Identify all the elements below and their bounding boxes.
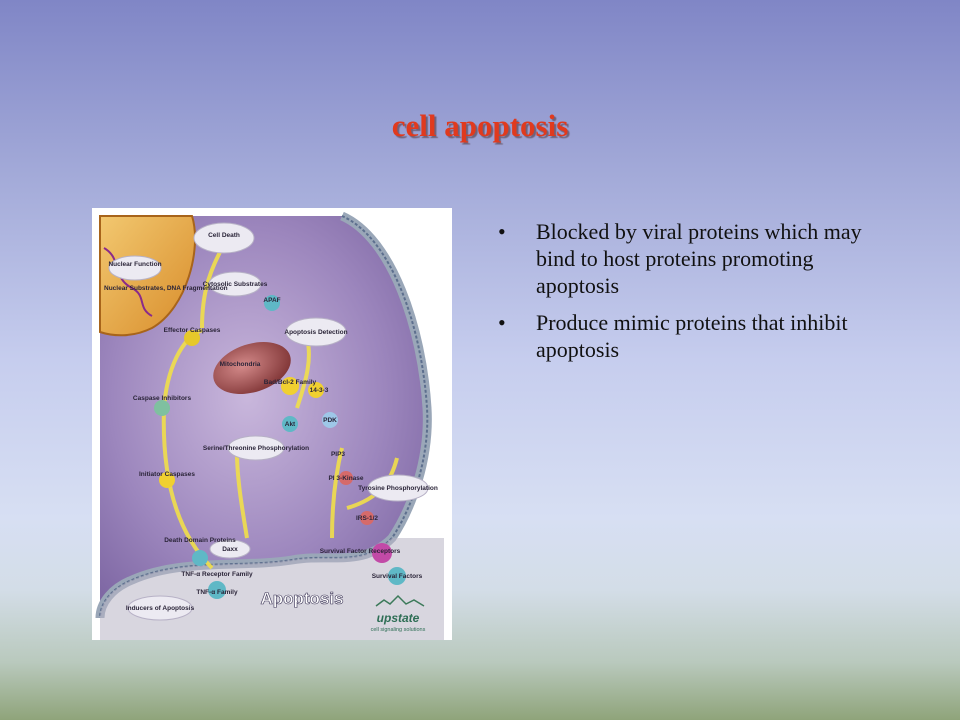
effector-caspases-label: Effector Caspases xyxy=(164,327,221,334)
cell-death-label: Cell Death xyxy=(208,232,240,239)
mitochondrion xyxy=(213,342,291,394)
slide-title: cell apoptosis xyxy=(391,108,569,143)
bullet-list: • Blocked by viral proteins which may bi… xyxy=(498,218,888,373)
bullet-text: Blocked by viral proteins which may bind… xyxy=(536,219,862,298)
inducers-label: Inducers of Apoptosis xyxy=(126,605,195,612)
pi3-kinase-label: PI 3-Kinase xyxy=(328,475,363,482)
daxx-label: Daxx xyxy=(222,546,238,553)
apoptosis-pathway-diagram: Cell Death Nuclear Function Nuclear Subs… xyxy=(92,208,452,640)
logo-text: upstate xyxy=(377,611,420,625)
logo-mountain-icon xyxy=(375,594,425,607)
bullet-text: Produce mimic proteins that inhibit apop… xyxy=(536,310,848,362)
cytosolic-substrates-label: Cytosolic Substrates xyxy=(203,281,268,288)
tnf-receptor-label: TNF-α Receptor Family xyxy=(181,571,253,578)
tnf-family-label: TNF-α Family xyxy=(196,589,238,596)
mitochondria-label: Mitochondria xyxy=(220,361,261,368)
logo-tagline: cell signaling solutions xyxy=(371,627,426,633)
survival-factors-label: Survival Factors xyxy=(372,573,423,580)
survival-factor-receptors-label: Survival Factor Receptors xyxy=(320,548,401,555)
caspase-inhibitors-label: Caspase Inhibitors xyxy=(133,395,192,402)
pdk-label: PDK xyxy=(323,417,337,424)
cell-cytoplasm xyxy=(100,216,428,618)
death-domain-label: Death Domain Proteins xyxy=(164,537,236,544)
p14-3-3-label: 14-3-3 xyxy=(310,387,329,394)
initiator-caspases-label: Initiator Caspases xyxy=(139,471,195,478)
serine-threonine-label: Serine/Threonine Phosphorylation xyxy=(203,445,309,452)
apaf-label: APAF xyxy=(263,297,280,304)
diagram-heading: Apoptosis xyxy=(260,589,343,608)
apoptosis-detection-label: Apoptosis Detection xyxy=(284,329,347,336)
pip3-label: PIP3 xyxy=(331,451,345,458)
bullet-item: • Blocked by viral proteins which may bi… xyxy=(498,218,888,299)
nuclear-function-label: Nuclear Function xyxy=(108,261,161,268)
tyrosine-phosphorylation-label: Tyrosine Phosphorylation xyxy=(358,485,438,492)
bullet-item: • Produce mimic proteins that inhibit ap… xyxy=(498,309,888,363)
nuclear-substrates-label: Nuclear Substrates, DNA Fragmentation xyxy=(104,285,228,292)
bad-bcl2-label: Bad/Bcl-2 Family xyxy=(264,379,317,386)
irs-label: IRS-1/2 xyxy=(356,515,378,522)
bullet-dot: • xyxy=(498,310,506,335)
bullet-dot: • xyxy=(498,219,506,244)
akt-label: Akt xyxy=(285,421,296,428)
